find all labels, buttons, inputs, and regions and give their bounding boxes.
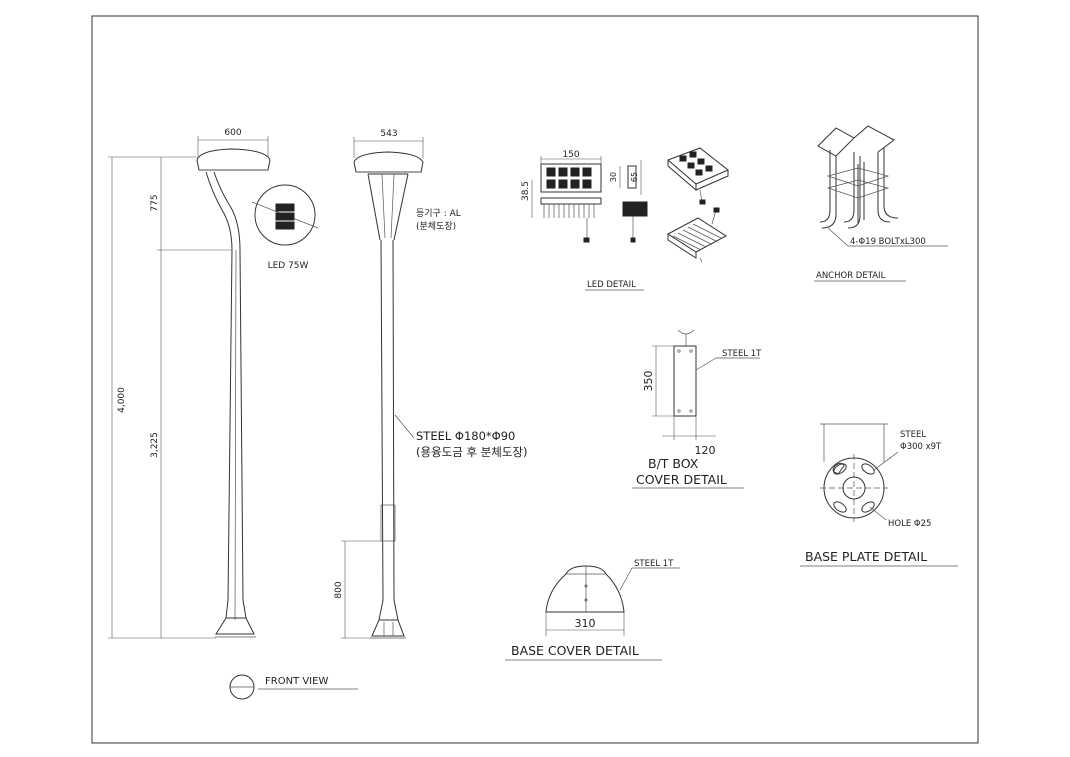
front-view-pole-right (341, 137, 424, 639)
dim-head-height: 775 (150, 194, 160, 211)
led-detail-title: LED DETAIL (587, 280, 636, 290)
bt-box-dim-width: 120 (695, 444, 716, 457)
bt-box-drawing (652, 329, 760, 440)
anchor-detail-drawing (817, 125, 948, 247)
base-cover-dim-width: 310 (575, 617, 596, 630)
fixture-material: 등기구 : AL (416, 208, 461, 219)
drawing-border (91, 15, 979, 744)
dim-pole-height: 3,225 (150, 432, 160, 458)
led-module-callout (251, 184, 319, 246)
base-cover-title: BASE COVER DETAIL (511, 643, 639, 658)
base-plate-title: BASE PLATE DETAIL (805, 549, 927, 564)
anchor-bolt-spec: 4-Φ19 BOLTxL300 (850, 237, 926, 247)
anchor-detail-title: ANCHOR DETAIL (816, 271, 886, 281)
base-plate-drawing (820, 423, 899, 522)
dim-base-height: 800 (334, 581, 344, 598)
led-dim-a: 30 (609, 172, 618, 182)
bt-box-dim-height: 350 (642, 371, 655, 392)
pole-finish: (용융도금 후 분체도장) (416, 445, 528, 459)
base-plate-spec: Φ300 x9T (900, 442, 942, 452)
base-plate-material: STEEL (900, 430, 926, 440)
bt-box-material: STEEL 1T (722, 349, 762, 359)
led-dim-depth: 38.5 (521, 181, 531, 201)
bt-box-title-line1: B/T BOX (648, 456, 699, 471)
fixture-finish: (분체도장) (416, 221, 456, 232)
dim-lamp-width-600: 600 (224, 128, 241, 138)
front-view-title: FRONT VIEW (265, 676, 328, 687)
base-cover-drawing (545, 565, 680, 636)
dim-total-height: 4,000 (117, 387, 127, 413)
front-view-pole-left (108, 136, 271, 639)
base-cover-material: STEEL 1T (634, 559, 674, 569)
base-plate-hole-spec: HOLE Φ25 (888, 519, 931, 529)
led-detail-drawing (531, 147, 729, 263)
dim-lamp-width-543: 543 (380, 129, 397, 139)
pole-spec: STEEL Φ180*Φ90 (416, 429, 515, 443)
led-dim-b: 65 (630, 172, 639, 182)
bt-box-title-line2: COVER DETAIL (636, 472, 727, 487)
led-wattage-label: LED 75W (268, 261, 309, 271)
led-dim-width: 150 (562, 150, 579, 160)
